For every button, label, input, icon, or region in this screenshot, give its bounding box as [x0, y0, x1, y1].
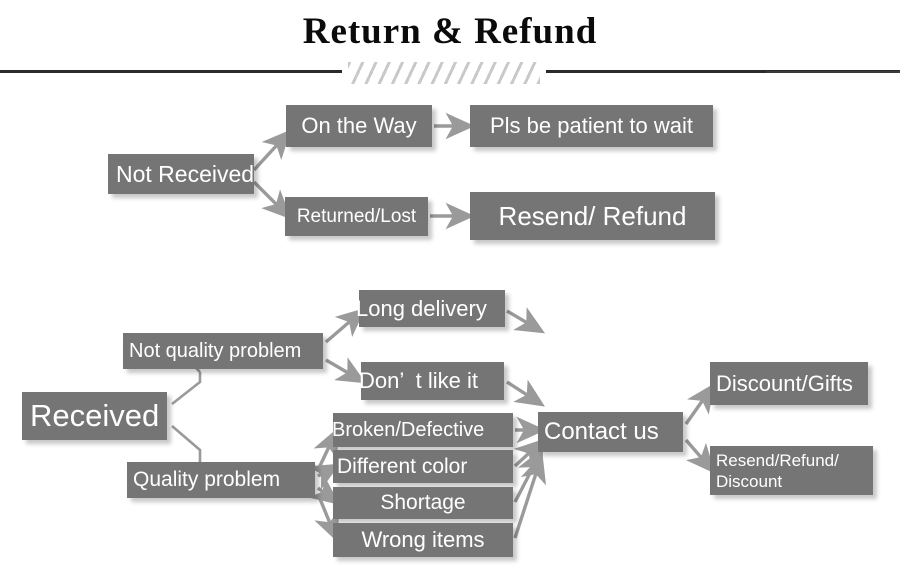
divider-rule-right [546, 70, 900, 73]
node-label: On the Way [301, 113, 417, 138]
node-label: Pls be patient to wait [489, 113, 693, 138]
arrow-notreceived-returnedlost [252, 180, 292, 220]
arrow-shortage-contactus [513, 447, 544, 503]
divider-hatch [348, 62, 540, 84]
node-label: Not quality problem [129, 339, 302, 362]
node-label: Quality problem [133, 468, 281, 491]
node-label: Different color [337, 454, 468, 478]
node-quality-problem[interactable]: Quality problem [127, 462, 315, 498]
node-broken-defective[interactable]: Broken/Defective [332, 413, 513, 447]
arrow-contactus-resendrefunddiscount [684, 438, 716, 474]
node-shortage[interactable]: Shortage [333, 487, 513, 519]
node-label: Don’ t like it [359, 368, 479, 393]
arrow-notreceived-ontheway [252, 129, 292, 172]
node-label: Not Received [116, 160, 255, 187]
node-discount-gifts[interactable]: Discount/Gifts [710, 362, 868, 405]
node-resend-refund[interactable]: Resend/ Refund [470, 192, 715, 240]
node-different-color[interactable]: Different color [333, 450, 513, 483]
node-label: Discount/Gifts [716, 370, 853, 396]
node-long-delivery[interactable]: Long delivery [356, 290, 505, 327]
node-label: Broken/Defective [332, 418, 485, 441]
node-label: Resend/Refund/ Discount [716, 450, 839, 491]
node-label: Shortage [380, 491, 466, 514]
arrow-dontlike-contactus [506, 379, 545, 407]
arrow-longdelivery-contactus [506, 307, 546, 334]
node-dont-like-it[interactable]: Don’ t like it [359, 362, 504, 400]
arrow-wrongitems-contactus [513, 453, 547, 539]
node-pls-be-patient-to-wait[interactable]: Pls be patient to wait [470, 105, 713, 147]
node-label: Contact us [544, 418, 659, 445]
node-not-quality-problem[interactable]: Not quality problem [123, 333, 323, 369]
link-received-quality-line [171, 425, 202, 462]
node-received[interactable]: Received [22, 392, 167, 440]
node-label: Returned/Lost [296, 205, 417, 227]
node-label: Wrong items [361, 527, 485, 552]
node-not-received[interactable]: Not Received [108, 154, 254, 194]
divider-rule-tail [766, 71, 900, 73]
link-received-notquality-line [171, 372, 202, 406]
page-title: Return & Refund [302, 11, 598, 52]
node-on-the-way[interactable]: On the Way [286, 105, 432, 147]
node-wrong-items[interactable]: Wrong items [333, 523, 513, 557]
node-returned-lost[interactable]: Returned/Lost [285, 197, 428, 236]
divider-rule-left [0, 70, 342, 73]
arrow-contactus-discountgifts [684, 383, 715, 425]
node-label: Long delivery [356, 295, 487, 321]
node-label: Resend/ Refund [498, 200, 687, 231]
node-contact-us[interactable]: Contact us [538, 412, 683, 452]
node-resend-refund-discount[interactable]: Resend/Refund/ Discount [710, 446, 873, 495]
arrow-notquality-dontlike [325, 357, 367, 384]
node-label: Received [30, 398, 160, 433]
decorative-divider [0, 62, 900, 84]
header: Return & Refund [0, 0, 900, 88]
